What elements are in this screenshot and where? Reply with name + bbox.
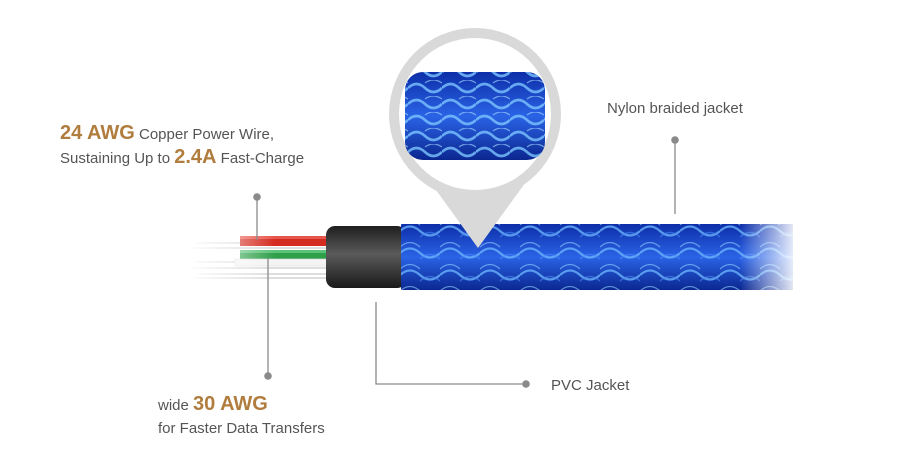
zoom-callout (389, 28, 561, 248)
nylon-jacket-label: Nylon braided jacket (607, 100, 743, 117)
data-wire-gauge: 30 AWG (193, 393, 268, 415)
power-line2-prefix: Sustaining Up to (60, 150, 175, 167)
leader-dot-nylon (671, 136, 679, 144)
leader-lines (256, 140, 676, 385)
leader-dot-power (253, 193, 261, 201)
data-wire-text: for Faster Data Transfers (158, 420, 325, 437)
data-wire-prefix: wide (158, 397, 194, 414)
pvc-jacket (326, 226, 406, 288)
nylon-braided-jacket (401, 220, 800, 294)
power-wire-text: Copper Power Wire, (134, 126, 275, 143)
leader-dot-data (264, 372, 272, 380)
power-wire-label: 24 AWG Copper Power Wire, Sustaining Up … (60, 122, 304, 170)
power-wires (240, 236, 332, 259)
power-current: 2.4A (174, 146, 217, 168)
power-line2-suffix: Fast-Charge (216, 150, 305, 167)
power-wire-gauge: 24 AWG (60, 122, 135, 144)
leader-dot-pvc (522, 380, 530, 388)
data-wire-label: wide 30 AWG for Faster Data Transfers (158, 393, 325, 440)
pvc-jacket-label: PVC Jacket (551, 377, 630, 394)
